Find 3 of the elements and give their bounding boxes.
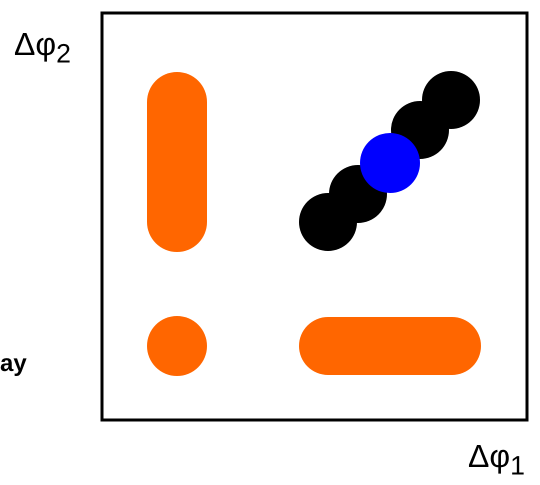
text-fragment: ay (0, 352, 27, 376)
axis-label: Δφ$_{1}$ (468, 440, 525, 480)
axis-label: Δφ$_{2}$ (14, 28, 71, 68)
